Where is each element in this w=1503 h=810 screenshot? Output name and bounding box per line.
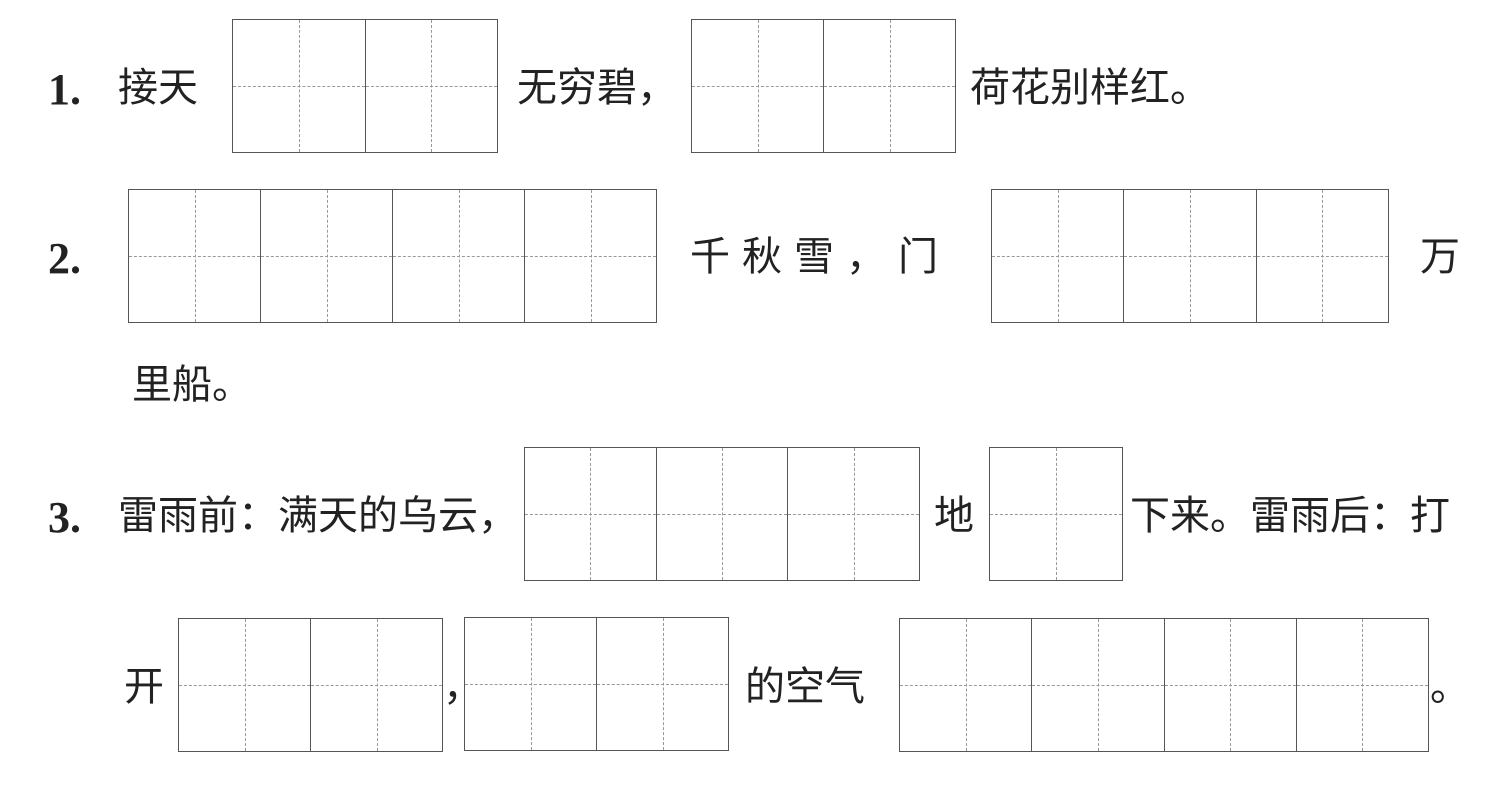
q3-text-air: 的空气 <box>745 664 865 710</box>
q3-text-middle: 地 <box>934 493 974 539</box>
writing-cell[interactable] <box>824 20 955 152</box>
writing-cell[interactable] <box>1124 190 1257 322</box>
q2-text-middle: 千秋雪，门 <box>690 234 950 280</box>
q3-answer-grid-3[interactable] <box>178 618 443 752</box>
writing-cell[interactable] <box>311 619 442 751</box>
q1-text-suffix: 荷花别样红。 <box>970 65 1210 111</box>
writing-cell[interactable] <box>900 619 1033 751</box>
q3-text-continuation: 开 <box>124 664 164 710</box>
writing-cell[interactable] <box>1296 619 1429 751</box>
writing-cell[interactable] <box>261 190 393 322</box>
question-number-1: 1. <box>48 65 81 114</box>
writing-cell[interactable] <box>692 20 824 152</box>
writing-cell[interactable] <box>179 619 311 751</box>
q3-end-period: 。 <box>1430 664 1470 710</box>
writing-cell[interactable] <box>525 448 657 580</box>
writing-cell[interactable] <box>788 448 919 580</box>
q2-answer-grid-1[interactable] <box>128 189 657 323</box>
q3-answer-grid-2[interactable] <box>989 447 1123 581</box>
question-number-2: 2. <box>48 234 81 283</box>
q3-text-suffix: 下来。雷雨后：打 <box>1130 493 1450 539</box>
writing-cell[interactable] <box>465 618 597 750</box>
q1-text-middle: 无穷碧， <box>517 65 677 111</box>
writing-cell[interactable] <box>525 190 656 322</box>
q3-answer-grid-5[interactable] <box>899 618 1429 752</box>
q3-text-prefix: 雷雨前：满天的乌云， <box>118 493 518 539</box>
q1-text-prefix: 接天 <box>118 65 198 111</box>
writing-cell[interactable] <box>992 190 1125 322</box>
writing-cell[interactable] <box>1256 190 1389 322</box>
writing-cell[interactable] <box>1032 619 1165 751</box>
question-number-3: 3. <box>48 493 81 542</box>
writing-cell[interactable] <box>365 20 498 152</box>
q2-text-suffix: 万 <box>1420 234 1460 280</box>
writing-cell[interactable] <box>129 190 261 322</box>
q2-answer-grid-2[interactable] <box>991 189 1389 323</box>
q3-answer-grid-4[interactable] <box>464 617 729 751</box>
q3-answer-grid-1[interactable] <box>524 447 920 581</box>
writing-cell[interactable] <box>233 20 366 152</box>
q2-text-continuation: 里船。 <box>132 362 252 408</box>
q1-answer-grid-1[interactable] <box>232 19 498 153</box>
writing-cell[interactable] <box>597 618 728 750</box>
writing-cell[interactable] <box>990 448 1122 580</box>
writing-cell[interactable] <box>656 448 789 580</box>
writing-cell[interactable] <box>393 190 525 322</box>
q1-answer-grid-2[interactable] <box>691 19 956 153</box>
writing-cell[interactable] <box>1164 619 1297 751</box>
